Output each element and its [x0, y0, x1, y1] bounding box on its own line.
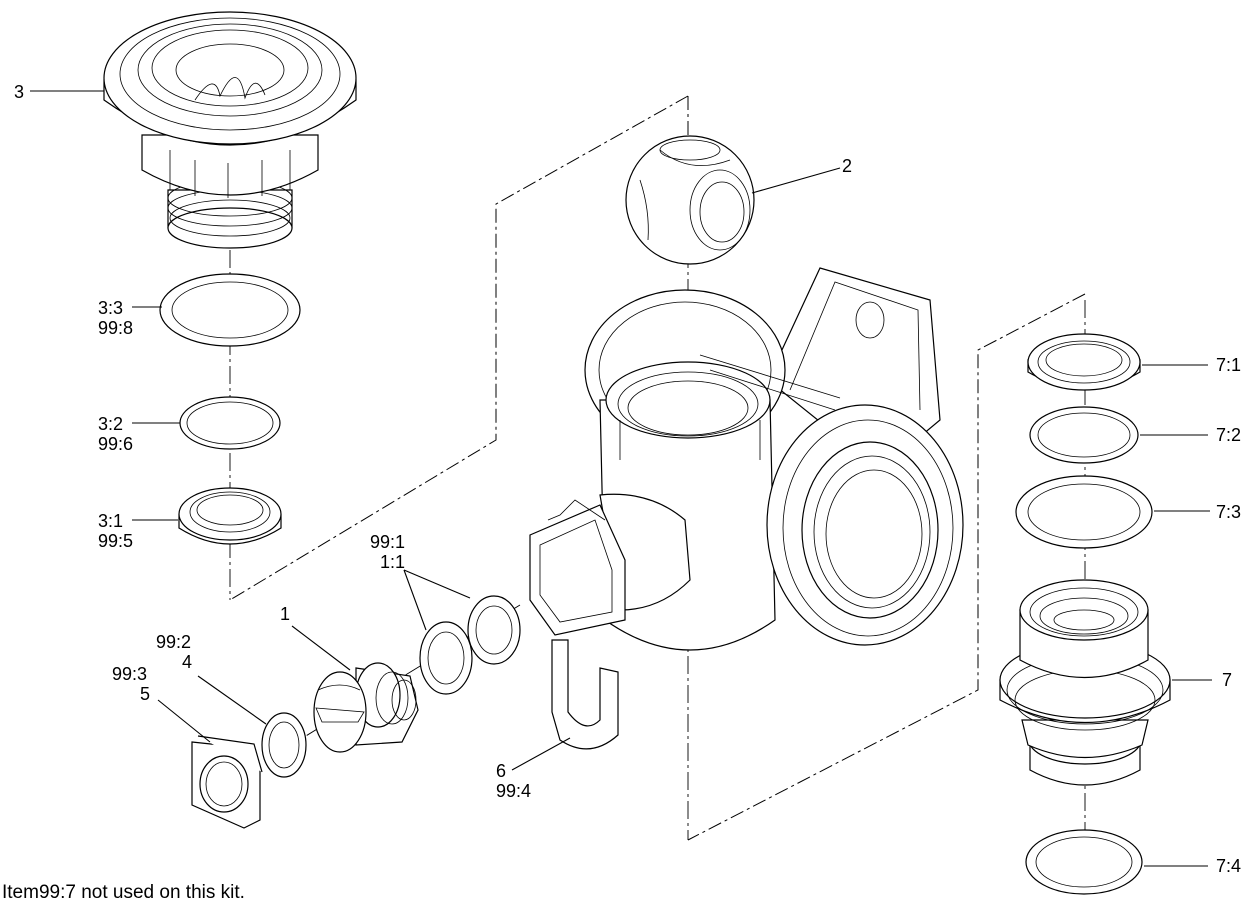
label-7-1: 7:1: [1216, 355, 1241, 375]
leader-99-1-b: [403, 569, 471, 599]
valve-body: [529, 267, 964, 651]
label-5: 5: [140, 684, 150, 704]
part-3-3-oring: [159, 273, 301, 347]
part-6-clip: [551, 639, 619, 750]
leader-2: [751, 167, 841, 194]
label-4: 4: [182, 652, 192, 672]
label-7-4: 7:4: [1216, 856, 1241, 876]
label-7-2: 7:2: [1216, 425, 1241, 445]
label-3: 3: [14, 82, 24, 102]
label-3-3: 3:3: [98, 298, 123, 318]
part-2-ball: [625, 135, 755, 265]
leader-1: [291, 625, 351, 671]
part-7-3-oring: [1015, 475, 1153, 549]
label-2: 2: [842, 156, 852, 176]
label-99-8: 99:8: [98, 318, 133, 338]
part-99-1-orings: [419, 595, 521, 695]
part-3-2-oring: [179, 396, 281, 450]
label-6: 6: [496, 761, 506, 781]
leader-5: [157, 699, 211, 743]
label-1: 1: [280, 604, 290, 624]
part-5-cap: [191, 735, 263, 829]
leader-6: [511, 737, 571, 771]
part-7-fitting: [999, 579, 1171, 786]
label-3-2: 3:2: [98, 414, 123, 434]
label-99-4: 99:4: [496, 781, 531, 801]
leader-4: [197, 675, 267, 725]
label-99-1: 99:1: [370, 532, 405, 552]
part-7-2-oring: [1029, 406, 1139, 464]
part-7-1-seal: [1027, 333, 1141, 391]
label-99-3: 99:3: [112, 664, 147, 684]
part-7-4-oring: [1025, 829, 1143, 895]
part-4-ring: [261, 712, 307, 778]
label-1-1: 1:1: [380, 552, 405, 572]
label-7: 7: [1222, 670, 1232, 690]
label-99-6: 99:6: [98, 434, 133, 454]
part-3-1-seat: [178, 487, 282, 545]
label-7-3: 7:3: [1216, 502, 1241, 522]
part-3-housing: [103, 11, 357, 249]
leader-99-1-a: [403, 569, 427, 631]
part-1-stem: [313, 662, 419, 753]
label-99-2: 99:2: [156, 632, 191, 652]
footnote: Item99:7 not used on this kit.: [2, 882, 245, 903]
label-3-1: 3:1: [98, 511, 123, 531]
label-99-5: 99:5: [98, 531, 133, 551]
